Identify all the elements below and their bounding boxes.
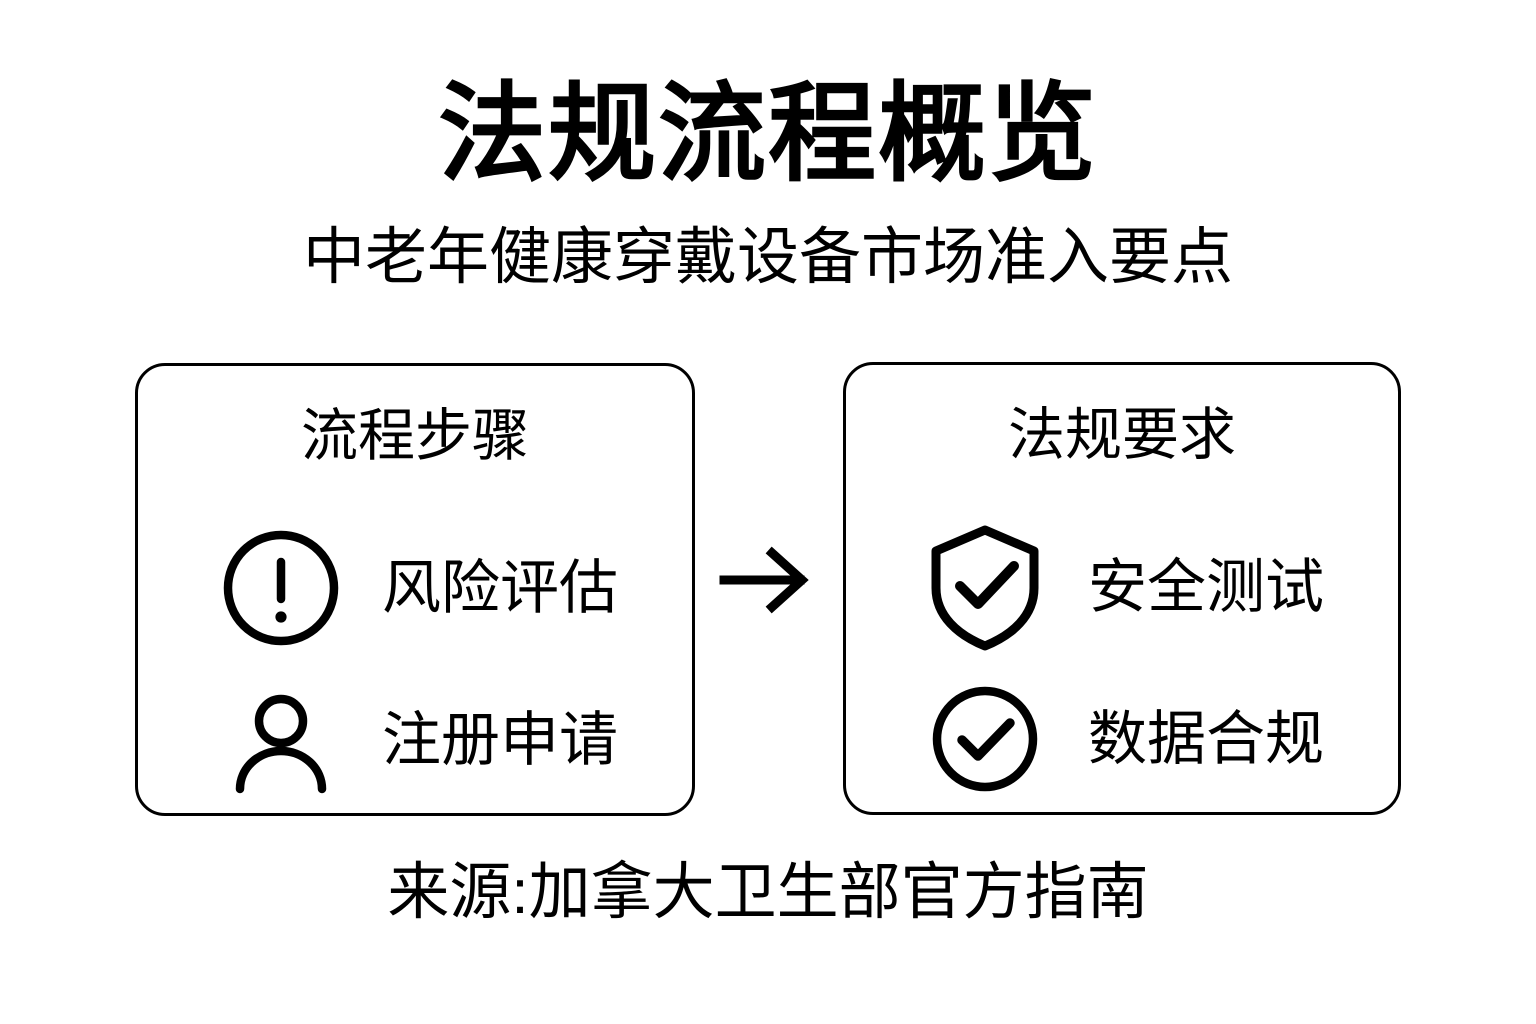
page-title: 法规流程概览	[437, 73, 1098, 194]
page-subtitle: 中老年健康穿戴设备市场准入要点	[302, 223, 1233, 292]
list-item: 数据合规	[846, 663, 1398, 815]
list-item-label: 安全测试	[1088, 553, 1325, 620]
card-title-process-steps: 流程步骤	[301, 404, 529, 468]
card-item-list-process-steps: 风险评估 注册申请	[138, 512, 692, 816]
shield-check-icon	[926, 522, 1044, 652]
list-item-label: 风险评估	[382, 554, 619, 621]
card-regulatory-requirements: 法规要求 安全测试 数据合规	[843, 362, 1401, 815]
list-item: 风险评估	[138, 512, 692, 664]
list-item-label: 注册申请	[382, 706, 619, 773]
alert-circle-icon	[220, 529, 342, 647]
arrow-right-icon	[716, 540, 816, 620]
source-note: 来源:加拿大卫生部官方指南	[387, 858, 1149, 927]
list-item: 注册申请	[138, 664, 692, 816]
card-item-list-regulatory-requirements: 安全测试 数据合规	[846, 511, 1398, 815]
list-item: 安全测试	[846, 511, 1398, 663]
check-circle-icon	[926, 685, 1044, 793]
card-process-steps: 流程步骤 风险评估	[135, 363, 695, 816]
card-title-regulatory-requirements: 法规要求	[1008, 403, 1236, 467]
user-icon	[220, 681, 342, 799]
list-item-label: 数据合规	[1088, 705, 1325, 772]
